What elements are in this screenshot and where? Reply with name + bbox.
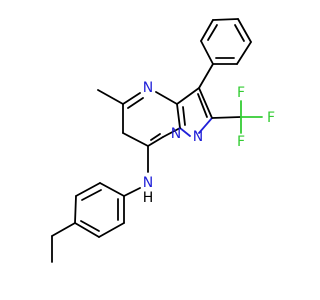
trifluoromethyl-group — [211, 100, 263, 134]
molecule-drawing: N N N N H F F F — [51, 18, 275, 263]
atom-n-ring: N — [143, 80, 153, 96]
ethylphenyl-ring — [74, 182, 125, 238]
atom-n-bridge: N — [171, 126, 181, 142]
atom-h-amine: H — [143, 190, 154, 206]
atom-f-top: F — [237, 85, 245, 101]
methyl-bond — [97, 89, 124, 105]
atom-f-right: F — [267, 110, 275, 126]
amine-linkage — [123, 145, 149, 197]
atom-n-pyrazole: N — [193, 129, 203, 145]
phenyl-ring — [198, 18, 252, 89]
atom-n-amine: N — [143, 175, 153, 191]
ethyl-group — [51, 222, 76, 263]
molecule-svg: N N N N H F F F — [51, 18, 275, 263]
atom-f-bottom: F — [237, 134, 245, 150]
pyrazole-ring — [176, 87, 213, 137]
pyrimidine-ring — [122, 91, 181, 147]
